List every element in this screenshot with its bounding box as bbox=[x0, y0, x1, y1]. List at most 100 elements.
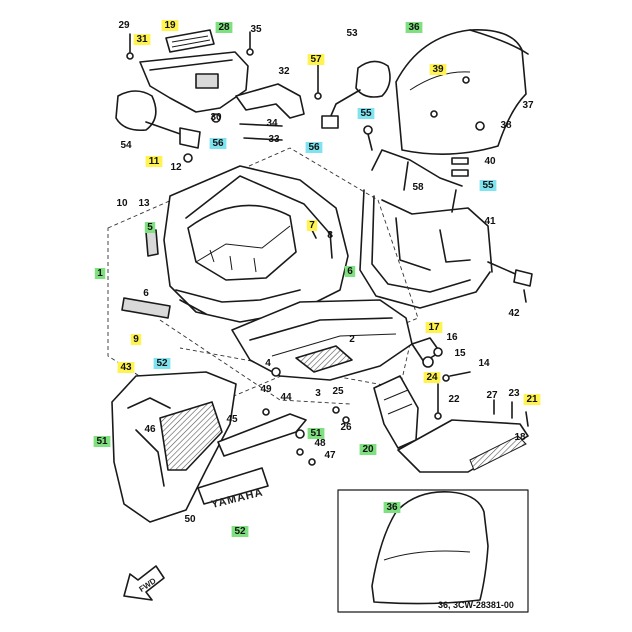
callout-58: 58 bbox=[412, 182, 424, 193]
callout-number: 17 bbox=[428, 322, 440, 333]
callout-number: 37 bbox=[522, 100, 534, 111]
callout-number: 28 bbox=[218, 22, 230, 33]
callout-57: 57 bbox=[307, 54, 325, 65]
callout-48: 48 bbox=[314, 438, 326, 449]
callout-number: 50 bbox=[184, 514, 196, 525]
windscreen bbox=[395, 29, 529, 155]
callout-21: 21 bbox=[523, 394, 541, 405]
inset-part-code: 36, 3CW-28381-00 bbox=[438, 600, 514, 610]
callout-highlight bbox=[215, 22, 233, 33]
callout-35: 35 bbox=[250, 24, 262, 35]
callout-56: 56 bbox=[305, 142, 323, 153]
callout-11: 11 bbox=[145, 156, 163, 167]
callout-51: 51 bbox=[93, 436, 111, 447]
callout-47: 47 bbox=[324, 450, 336, 461]
callout-51: 51 bbox=[307, 428, 325, 439]
callout-number: 32 bbox=[278, 66, 290, 77]
callout-50: 50 bbox=[184, 514, 196, 525]
callout-43: 43 bbox=[117, 362, 135, 373]
callout-number: 3 bbox=[315, 388, 321, 399]
callout-56: 56 bbox=[209, 138, 227, 149]
callout-8: 8 bbox=[327, 230, 333, 241]
callout-number: 46 bbox=[144, 424, 156, 435]
callout-6: 6 bbox=[143, 288, 149, 299]
callout-44: 44 bbox=[280, 392, 292, 403]
callout-10: 10 bbox=[116, 198, 128, 209]
callout-highlight bbox=[307, 428, 325, 439]
callout-number: 56 bbox=[212, 138, 224, 149]
callout-29: 29 bbox=[118, 20, 130, 31]
callout-number: 35 bbox=[250, 24, 262, 35]
callout-highlight bbox=[383, 502, 401, 513]
callout-highlight bbox=[133, 34, 151, 45]
callout-number: 22 bbox=[448, 394, 460, 405]
callout-37: 37 bbox=[522, 100, 534, 111]
callout-highlight bbox=[145, 156, 163, 167]
upper-cowling bbox=[121, 165, 349, 323]
callout-number: 33 bbox=[268, 134, 280, 145]
callout-number: 55 bbox=[360, 108, 372, 119]
callout-12: 12 bbox=[170, 162, 182, 173]
callout-45: 45 bbox=[226, 414, 238, 425]
callout-highlight bbox=[161, 20, 179, 31]
side-molding-44 bbox=[217, 413, 307, 457]
callout-highlight bbox=[429, 64, 447, 75]
callout-36: 36 bbox=[405, 22, 423, 33]
callout-9: 9 bbox=[130, 334, 142, 345]
callout-number: 39 bbox=[432, 64, 444, 75]
callout-highlight bbox=[93, 436, 111, 447]
callout-52: 52 bbox=[153, 358, 171, 369]
callout-number: 14 bbox=[478, 358, 490, 369]
callout-number: 52 bbox=[156, 358, 168, 369]
callout-number: 12 bbox=[170, 162, 182, 173]
callout-25: 25 bbox=[332, 386, 344, 397]
callout-highlight bbox=[305, 142, 323, 153]
callout-number: 27 bbox=[486, 390, 498, 401]
callout-number: 5 bbox=[147, 222, 153, 233]
center-bracket-32 bbox=[235, 83, 305, 141]
callout-highlight bbox=[130, 334, 142, 345]
callout-number: 16 bbox=[446, 332, 458, 343]
callout-number: 48 bbox=[314, 438, 326, 449]
callout-22: 22 bbox=[448, 394, 460, 405]
callout-number: 42 bbox=[508, 308, 520, 319]
lower-fairing-left bbox=[111, 371, 269, 523]
callout-40: 40 bbox=[484, 156, 496, 167]
callout-highlight bbox=[344, 266, 356, 277]
callout-highlight bbox=[117, 362, 135, 373]
callout-number: 54 bbox=[120, 140, 132, 151]
callout-54: 54 bbox=[120, 140, 132, 151]
callout-6: 6 bbox=[344, 266, 356, 277]
callout-4: 4 bbox=[265, 358, 271, 369]
callout-number: 18 bbox=[514, 432, 526, 443]
callout-number: 25 bbox=[332, 386, 344, 397]
callout-number: 8 bbox=[327, 230, 333, 241]
callout-highlight bbox=[306, 220, 318, 231]
callout-18: 18 bbox=[514, 432, 526, 443]
callout-number: 1 bbox=[97, 268, 103, 279]
callout-33: 33 bbox=[268, 134, 280, 145]
callout-number: 49 bbox=[260, 384, 272, 395]
callout-27: 27 bbox=[486, 390, 498, 401]
callout-53: 53 bbox=[346, 28, 358, 39]
callout-39: 39 bbox=[429, 64, 447, 75]
callout-number: 53 bbox=[346, 28, 358, 39]
callout-26: 26 bbox=[340, 422, 352, 433]
callout-41: 41 bbox=[484, 216, 496, 227]
callout-55: 55 bbox=[357, 108, 375, 119]
callout-number: 6 bbox=[347, 266, 353, 277]
callout-16: 16 bbox=[446, 332, 458, 343]
callout-highlight bbox=[523, 394, 541, 405]
callout-number: 45 bbox=[226, 414, 238, 425]
callout-1: 1 bbox=[94, 268, 106, 279]
callout-32: 32 bbox=[278, 66, 290, 77]
callout-highlight bbox=[144, 222, 156, 233]
callout-number: 51 bbox=[96, 436, 108, 447]
callout-34: 34 bbox=[266, 118, 278, 129]
callout-highlight bbox=[307, 54, 325, 65]
callout-number: 43 bbox=[120, 362, 132, 373]
callout-24: 24 bbox=[423, 372, 441, 383]
callout-number: 11 bbox=[149, 156, 160, 167]
callout-highlight bbox=[425, 322, 443, 333]
